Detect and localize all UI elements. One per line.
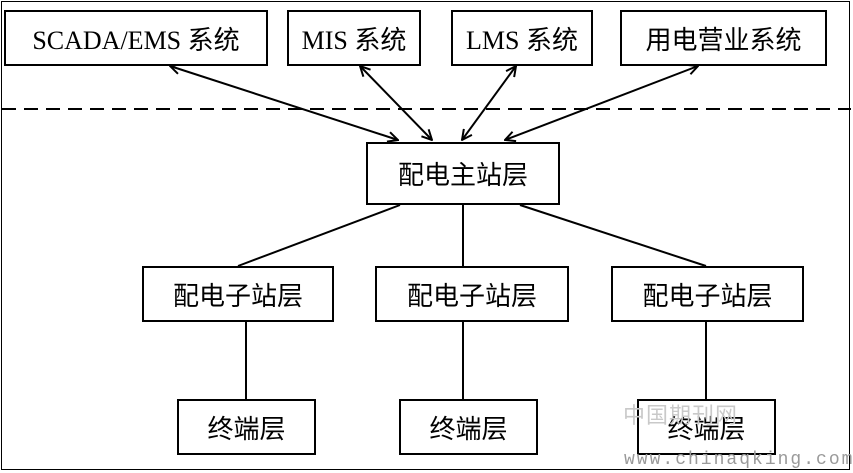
external-system-mis: MIS 系统 xyxy=(287,10,421,66)
watermark-text: 中国期刊网 xyxy=(623,404,739,429)
arrow-scada-master xyxy=(170,66,398,140)
watermark-url: www.chinaqking.com xyxy=(624,450,853,470)
arrow-sales-master xyxy=(505,66,698,140)
external-system-lms: LMS 系统 xyxy=(451,10,593,66)
external-system-scada-ems: SCADA/EMS 系统 xyxy=(4,10,268,66)
substation-layer-1: 配电子站层 xyxy=(142,266,334,322)
edge-master-substation-1 xyxy=(237,204,401,267)
substation-layer-3: 配电子站层 xyxy=(611,266,804,322)
terminal-layer-3: 终端层 xyxy=(637,399,776,455)
external-system-sales: 用电营业系统 xyxy=(620,10,827,66)
terminal-layer-2: 终端层 xyxy=(399,399,538,455)
substation-layer-2: 配电子站层 xyxy=(375,266,569,322)
terminal-layer-1: 终端层 xyxy=(177,399,316,455)
arrow-lms-master xyxy=(462,66,516,140)
master-station-layer: 配电主站层 xyxy=(366,142,560,205)
edge-master-substation-3 xyxy=(519,204,707,267)
arrow-mis-master xyxy=(360,66,432,140)
